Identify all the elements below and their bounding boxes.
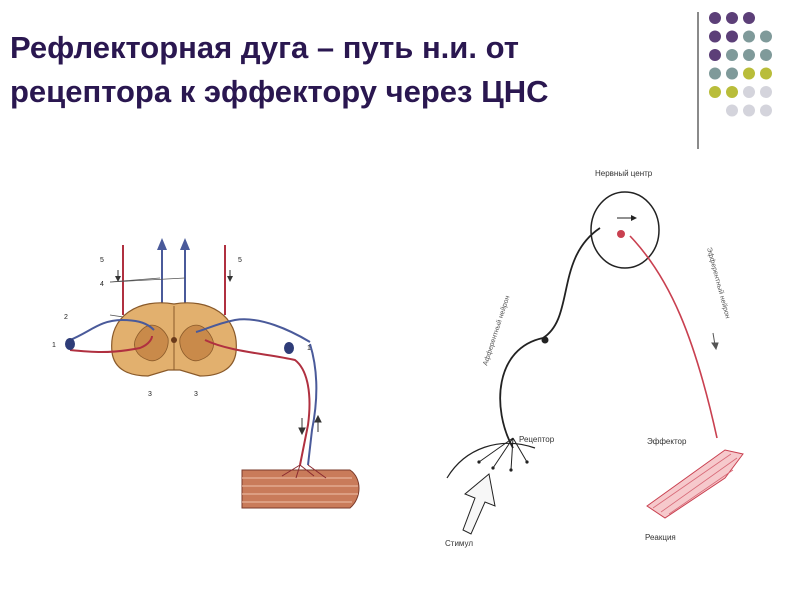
nerve-center-label: Нервный центр <box>595 169 653 178</box>
decorative-dot <box>760 86 772 98</box>
label-5-right: 5 <box>238 257 242 264</box>
spinal-tracts <box>115 238 233 315</box>
decorative-dot <box>743 67 755 80</box>
title-line-1: Рефлекторная дуга – путь н.и. от <box>10 30 519 65</box>
afferent-neuron-body <box>541 336 549 344</box>
label-5-left: 5 <box>100 257 104 264</box>
reflex-arc-schema-figure: Нервный центр Афферентный нейрон Эфферен… <box>425 158 780 558</box>
decorative-dot <box>760 49 772 61</box>
efferent-direction-arrow <box>711 332 719 351</box>
nerve-center <box>590 191 660 269</box>
decorative-dot <box>743 49 755 61</box>
decorative-dot <box>709 30 721 43</box>
decorative-dot <box>709 49 721 61</box>
title-line-2: рецептора к эффектору через ЦНС <box>10 74 549 109</box>
decorative-dot <box>726 67 738 80</box>
label-1-left: 1 <box>52 342 56 349</box>
effector-muscle <box>646 449 744 519</box>
afferent-pathways <box>69 318 318 466</box>
decorative-dot <box>743 104 755 117</box>
decorative-dot <box>760 30 772 43</box>
stimulus-label: Стимул <box>445 539 473 548</box>
efferent-neuron-path <box>629 235 718 439</box>
receptor <box>446 437 536 479</box>
decorative-dot <box>726 86 738 98</box>
decorative-dot <box>743 86 755 98</box>
decorative-dot <box>743 30 755 43</box>
spinal-cord-section <box>111 302 237 377</box>
spinal-ganglion-left <box>65 338 75 350</box>
nerve-direction-arrows <box>298 414 322 436</box>
receptor-label: Рецептор <box>519 435 555 444</box>
spinal-ganglion-right <box>284 342 294 354</box>
label-3-right: 3 <box>194 391 198 398</box>
decorative-dot-grid <box>709 12 772 117</box>
spinal-cord-reflex-figure: 5 5 4 2 1 1 3 3 <box>52 238 360 509</box>
decorative-dot <box>760 104 772 117</box>
figure-number-labels: 5 5 4 2 1 1 3 3 <box>52 257 311 398</box>
label-4: 4 <box>100 281 104 288</box>
label-2: 2 <box>64 314 68 321</box>
stimulus-arrow <box>462 473 496 535</box>
label-1-right: 1 <box>307 345 311 352</box>
decorative-dot <box>760 67 772 80</box>
decorative-dot <box>709 67 721 80</box>
label-3-left: 3 <box>148 391 152 398</box>
muscle-bundle <box>241 464 360 509</box>
decorative-dot <box>743 12 755 24</box>
decorative-dot <box>726 104 738 117</box>
decorative-dot <box>709 86 721 98</box>
decorative-dot <box>709 12 721 24</box>
slide-title: Рефлекторная дуга – путь н.и. от рецепто… <box>10 26 690 114</box>
efferent-pathways <box>69 335 311 466</box>
reaction-label: Реакция <box>645 533 676 542</box>
decorative-dot <box>726 30 738 43</box>
decorative-dot <box>726 49 738 61</box>
decorative-dot <box>726 12 738 24</box>
effector-label: Эффектор <box>647 437 687 446</box>
title-divider <box>697 12 699 149</box>
